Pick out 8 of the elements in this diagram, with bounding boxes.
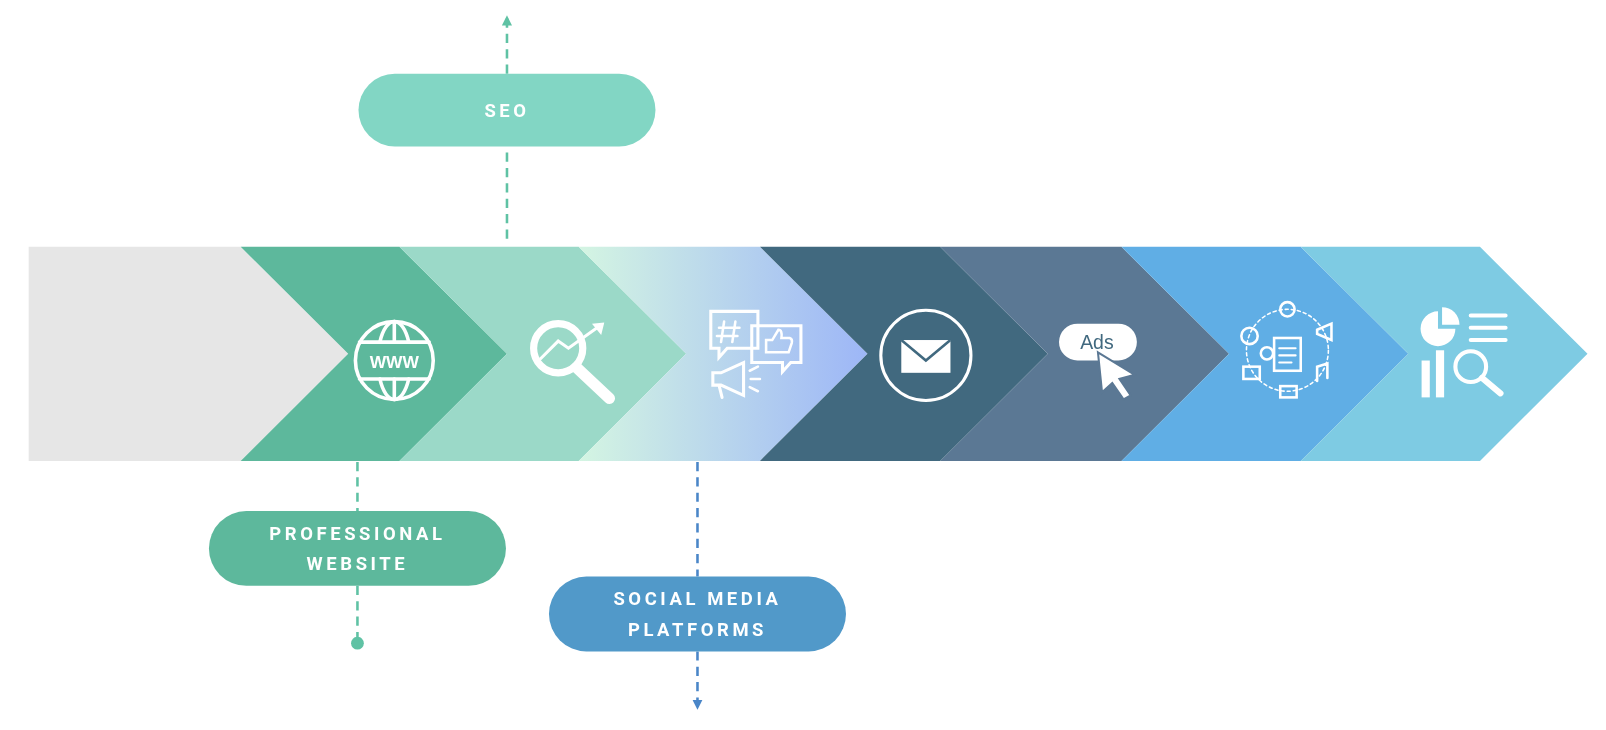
connector-line bbox=[696, 461, 699, 577]
connector-line bbox=[356, 461, 359, 512]
arrow bbox=[692, 651, 703, 710]
label-pill: SOCIAL MEDIA PLATFORMS bbox=[548, 576, 846, 652]
arrow bbox=[501, 15, 513, 74]
label-pill: PROFESSIONAL WEBSITE bbox=[208, 511, 506, 586]
globe-icon: WWW bbox=[353, 319, 436, 402]
label-pill: SEO bbox=[358, 73, 656, 147]
